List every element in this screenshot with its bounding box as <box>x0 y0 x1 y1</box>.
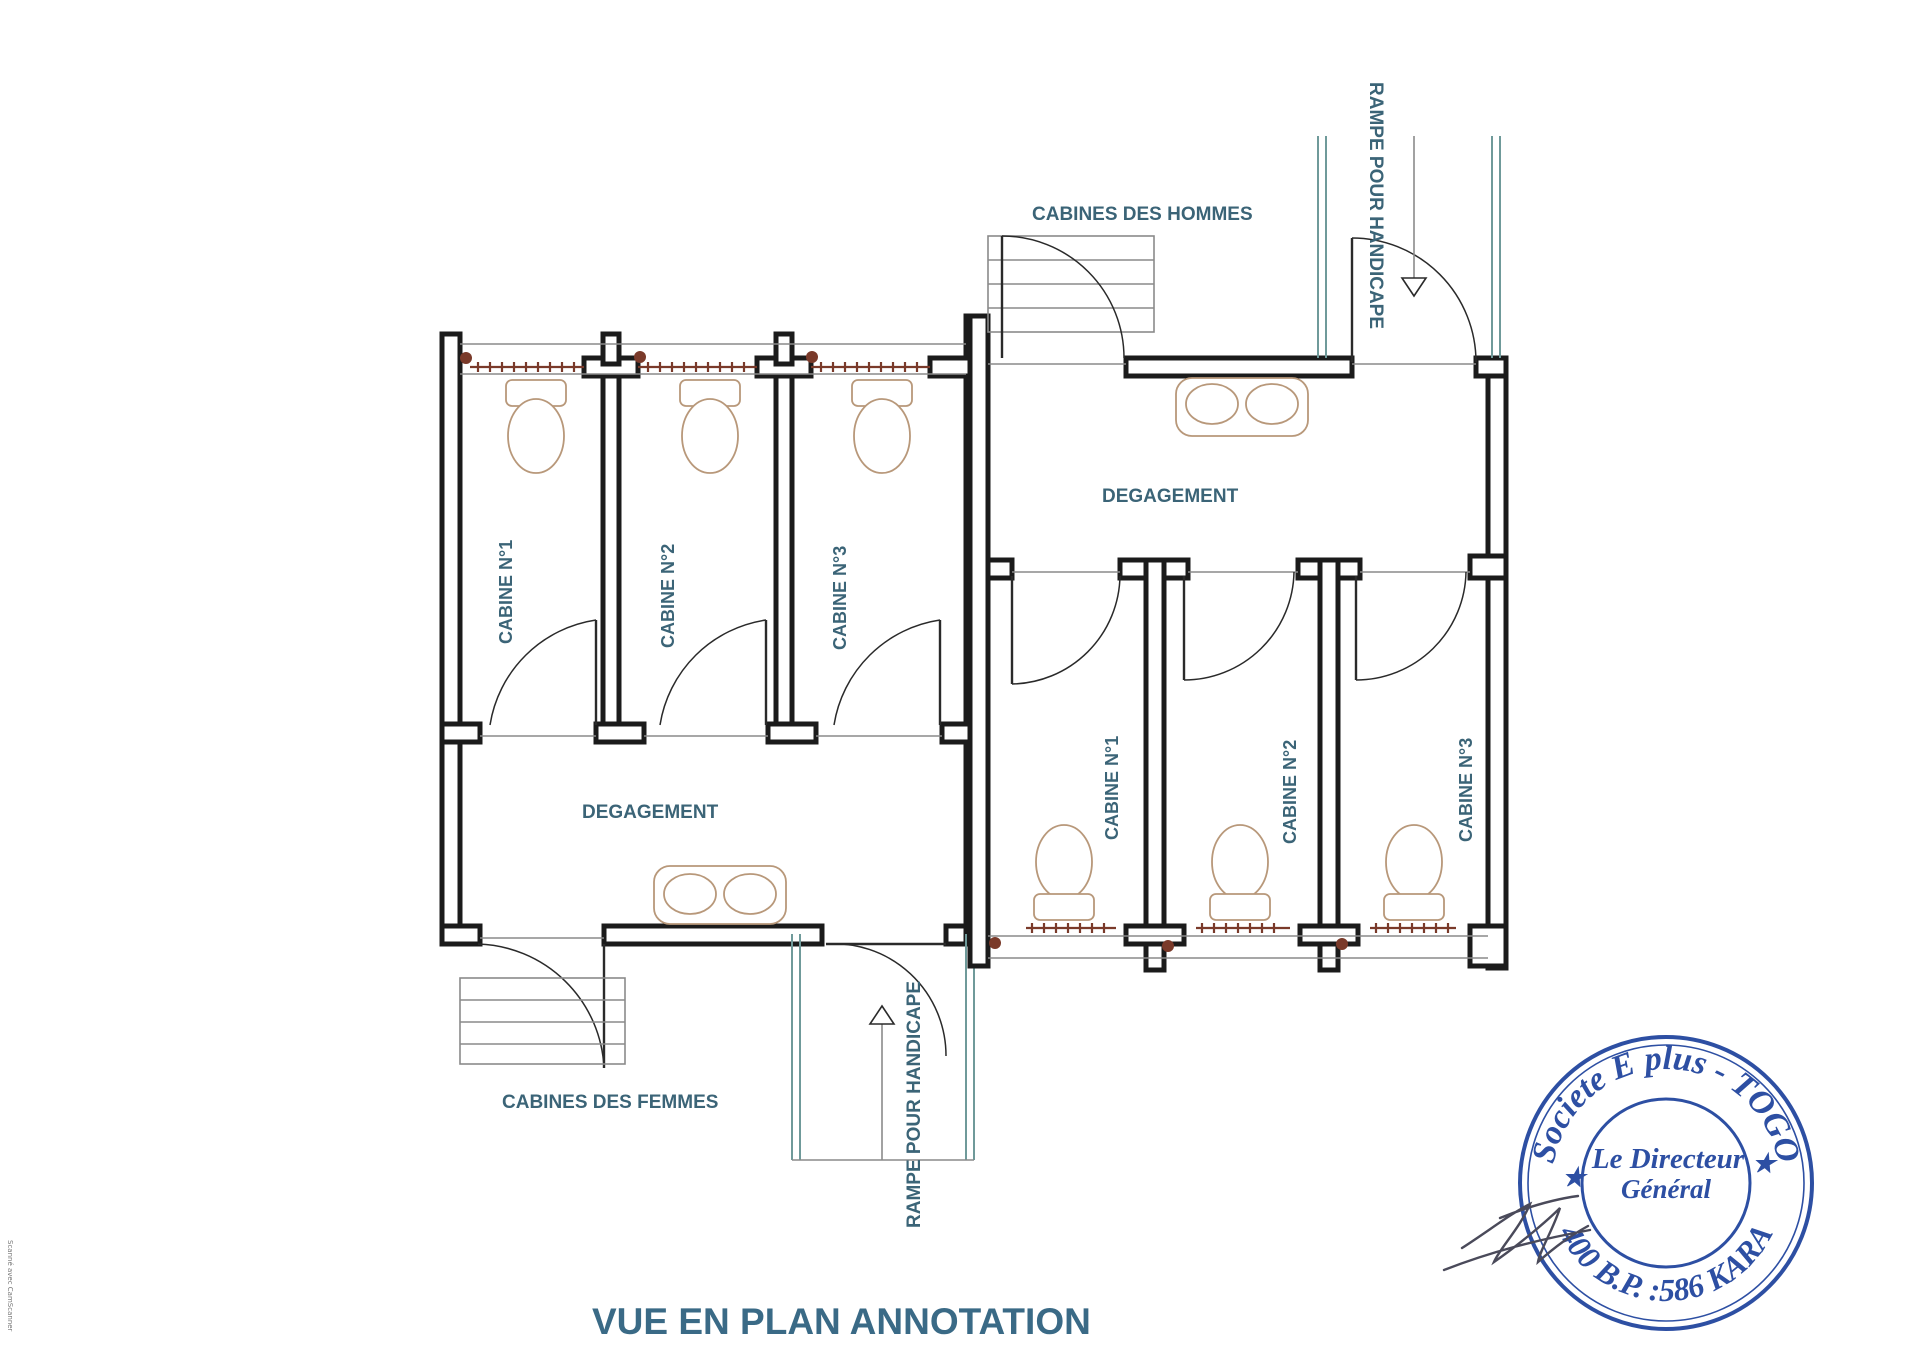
stamp-star-right: ★ <box>1752 1149 1779 1178</box>
stamp-star-left: ★ <box>1562 1163 1589 1192</box>
ramp-women-label: RAMPE POUR HANDICAPE <box>904 981 925 1228</box>
men-vent-grid <box>989 923 1456 952</box>
men-cabin-2-label: CABINE N°2 <box>1280 740 1300 844</box>
men-block <box>967 136 1509 973</box>
women-ramp <box>791 934 975 1161</box>
ramp-men-label: RAMPE POUR HANDICAPE <box>1365 82 1386 329</box>
women-block <box>439 313 987 1161</box>
men-cabin-1-label: CABINE N°1 <box>1102 736 1122 840</box>
vent-grid <box>460 351 930 372</box>
women-toilets <box>505 379 913 474</box>
men-area-label: CABINES DES HOMMES <box>1032 204 1253 225</box>
signature <box>1442 1194 1592 1272</box>
women-corridor-label: DEGAGEMENT <box>582 802 719 823</box>
scan-note: Scanné avec CamScanner <box>6 1240 14 1332</box>
men-sinks <box>1175 377 1309 437</box>
company-stamp: Societe E plus - TOGO 400 B.P. :586 KARA… <box>1518 1035 1814 1331</box>
women-cabin-2-label: CABINE N°2 <box>658 544 678 648</box>
stamp-line1: Le Directeur <box>1591 1143 1745 1175</box>
men-toilets <box>1033 824 1445 921</box>
women-cabin-3-label: CABINE N°3 <box>830 546 850 650</box>
men-entrance <box>987 235 1155 365</box>
women-sinks <box>653 865 787 925</box>
men-ramp <box>1317 136 1501 365</box>
women-entrance <box>459 937 626 1069</box>
men-corridor-label: DEGAGEMENT <box>1102 486 1239 507</box>
women-cabin-doors <box>489 619 942 726</box>
men-cabin-3-label: CABINE N°3 <box>1456 738 1476 842</box>
women-cabin-1-label: CABINE N°1 <box>496 540 516 644</box>
women-area-label: CABINES DES FEMMES <box>502 1092 718 1113</box>
men-cabin-doors <box>1010 571 1467 685</box>
stamp-line2: Général <box>1621 1174 1711 1204</box>
plan-title: VUE EN PLAN ANNOTATION <box>592 1301 1091 1342</box>
